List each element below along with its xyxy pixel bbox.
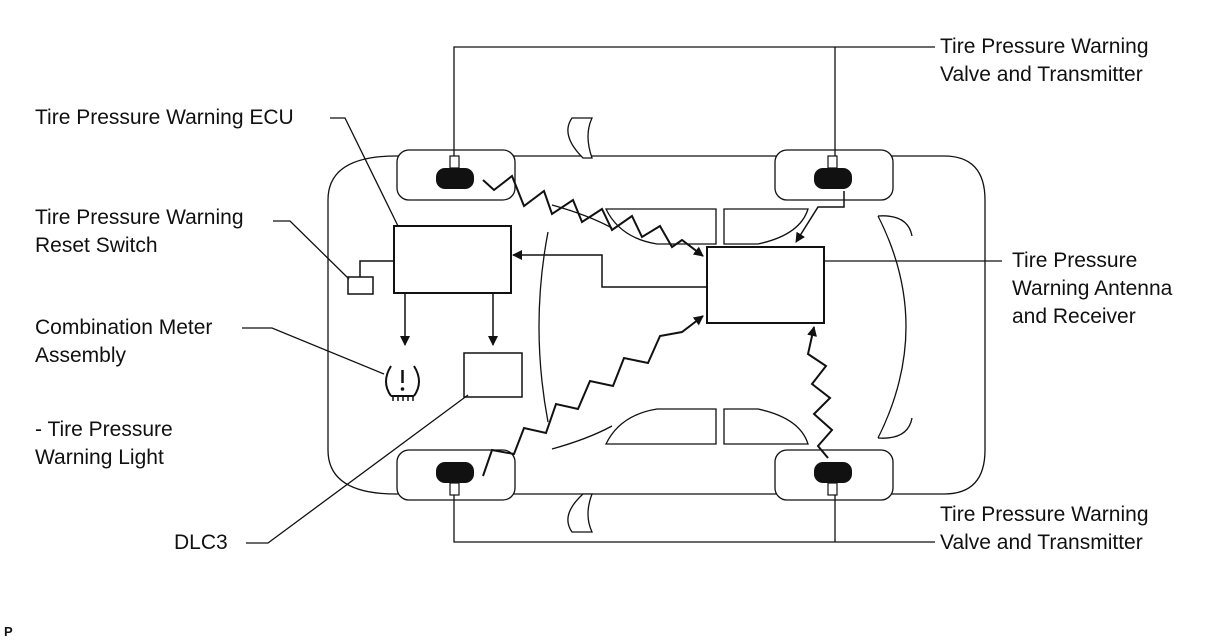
antenna-receiver-box	[706, 246, 825, 324]
label-antenna-receiver: Tire Pressure Warning Antenna and Receiv…	[1012, 249, 1173, 328]
valve-transmitters	[436, 155, 852, 496]
components	[347, 225, 825, 398]
dlc3-box	[463, 352, 523, 398]
label-valve-transmitter-front: Tire Pressure Warning Valve and Transmit…	[940, 35, 1149, 86]
tire-pressure-warning-icon	[385, 365, 420, 401]
leader-lines	[242, 46, 1002, 544]
label-valve-transmitter-rear: Tire Pressure Warning Valve and Transmit…	[940, 503, 1149, 554]
tire-valve-icon	[814, 155, 852, 189]
label-combination-meter: Combination Meter Assembly	[35, 316, 213, 367]
corner-mark: P	[4, 624, 13, 639]
reset-switch-box	[347, 276, 374, 295]
tpw-ecu-box	[393, 225, 512, 294]
label-warning-light: - Tire Pressure Warning Light	[35, 418, 173, 469]
label-tpw-ecu: Tire Pressure Warning ECU	[35, 106, 294, 129]
label-dlc3: DLC3	[174, 531, 228, 554]
label-reset-switch: Tire Pressure Warning Reset Switch	[35, 206, 244, 257]
signal-lines	[359, 174, 845, 477]
tire-valve-icon	[814, 462, 852, 496]
